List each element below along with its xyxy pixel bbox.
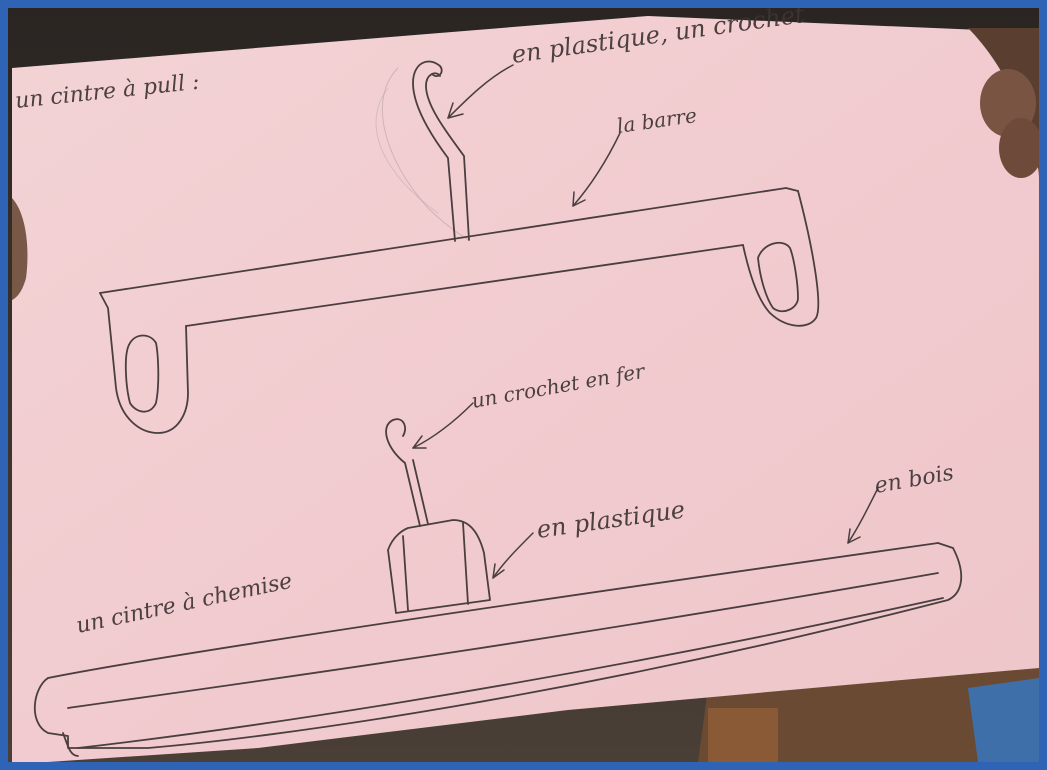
sketch-photo: un cintre à pull : en plastique, un croc… [8, 8, 1039, 762]
floor-board [708, 708, 778, 762]
blue-object [968, 678, 1039, 762]
